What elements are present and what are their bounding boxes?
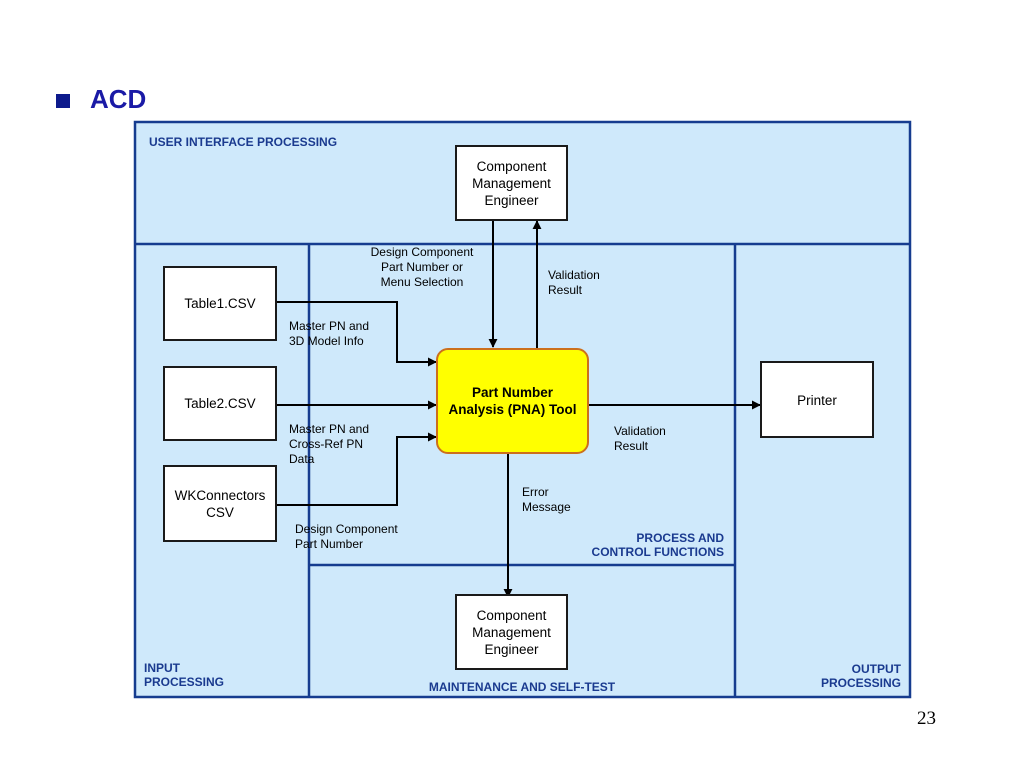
- region-label-process: PROCESS AND CONTROL FUNCTIONS: [591, 531, 724, 559]
- flow-label-validation-right: Validation Result: [614, 424, 666, 453]
- node-table1: Table1.CSV: [163, 266, 277, 341]
- node-engineer-top: Component Management Engineer: [455, 145, 568, 221]
- region-label-ui: USER INTERFACE PROCESSING: [149, 135, 338, 149]
- node-wkconnectors: WKConnectors CSV: [163, 465, 277, 542]
- page-number: 23: [917, 708, 936, 729]
- flow-arrow-wkconnectors: [277, 432, 437, 506]
- title-bullet-icon: [56, 94, 70, 108]
- node-table2: Table2.CSV: [163, 366, 277, 441]
- flow-label-master-3d: Master PN and 3D Model Info: [289, 319, 370, 348]
- node-printer: Printer: [760, 361, 874, 438]
- node-pna-tool: Part Number Analysis (PNA) Tool: [436, 348, 589, 454]
- flow-label-design-pn: Design Component Part Number: [295, 522, 398, 551]
- flow-label-validation-top: Validation Result: [548, 268, 600, 297]
- node-engineer-bottom: Component Management Engineer: [455, 594, 568, 670]
- region-label-output: OUTPUT PROCESSING: [820, 662, 901, 690]
- flow-arrow-table1: [277, 301, 437, 367]
- region-label-input: INPUT PROCESSING: [144, 661, 225, 689]
- flow-label-error: Error Message: [522, 485, 571, 514]
- flow-label-master-xref: Master PN and Cross-Ref PN Data: [289, 422, 370, 466]
- slide-title: ACD: [90, 84, 147, 114]
- region-label-maintenance: MAINTENANCE AND SELF-TEST: [428, 680, 616, 694]
- flow-label-design-selection: Design Component Part Number or Menu Sel…: [370, 245, 474, 289]
